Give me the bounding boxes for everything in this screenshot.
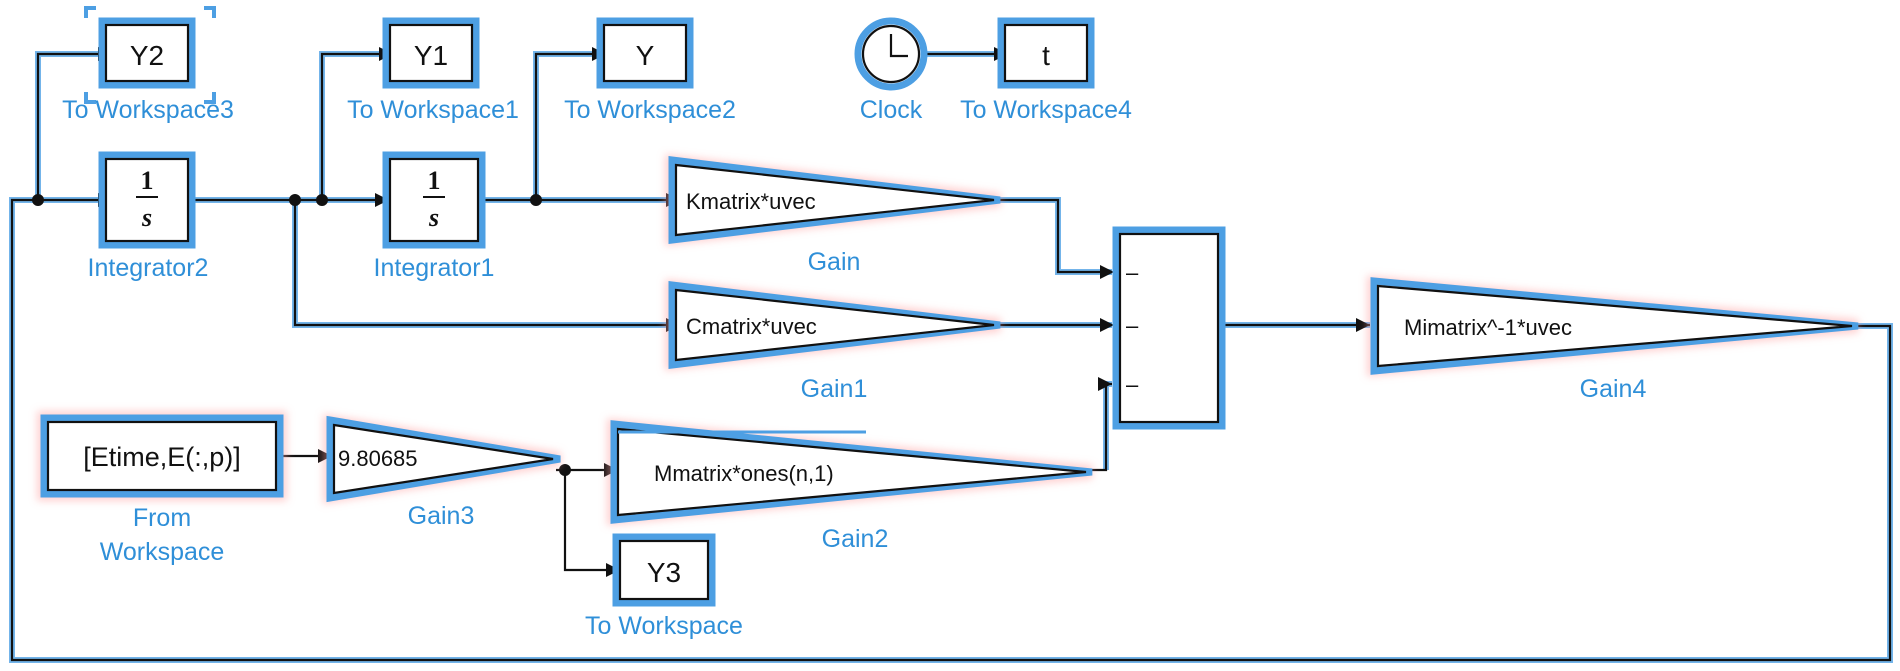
block-label: Kmatrix*uvec [686,189,816,214]
to-workspace3-block[interactable]: Y2 To Workspace3 [62,6,234,124]
gain3-block[interactable]: 9.80685 Gain3 [323,413,562,530]
block-label: Y [636,40,655,71]
junction-dot [316,194,328,206]
arrowhead [1100,265,1114,279]
block-name: To Workspace2 [564,96,736,124]
block-name: Gain [808,248,861,276]
denominator: s [141,203,152,232]
sum-sign-1: – [1126,260,1139,285]
block-label: 9.80685 [338,446,418,471]
junction-dot [530,194,542,206]
clock-block[interactable]: Clock [854,17,928,124]
to-workspace4-block[interactable]: t To Workspace4 [960,17,1132,124]
block-name: Integrator2 [88,254,209,282]
wire-to-y1 [320,52,380,200]
to-workspace-block[interactable]: Y3 To Workspace [585,533,743,640]
integrator1-block[interactable]: 1 s Integrator1 [374,151,495,282]
block-name: Gain1 [801,375,868,403]
feedback-wire [10,198,1892,662]
block-label: Mmatrix*ones(n,1) [654,461,834,486]
integrator2-block[interactable]: 1 s Integrator2 [88,151,209,282]
arrowhead [1098,377,1112,391]
block-name: Gain2 [822,525,889,553]
junction-dot [32,194,44,206]
sum-block[interactable]: – – – [1112,226,1226,430]
clock-icon [889,34,908,58]
block-label: Y2 [130,40,164,71]
sum-sign-2: – [1126,313,1139,338]
denominator: s [428,203,439,232]
block-name: Gain4 [1580,375,1647,403]
arrowhead [375,193,389,207]
gain-block[interactable]: Kmatrix*uvec Gain [665,154,1001,276]
to-workspace1-block[interactable]: Y1 To Workspace1 [347,17,519,124]
block-label: Mimatrix^-1*uvec [1404,315,1572,340]
junction-dot [289,194,301,206]
block-label: [Etime,E(:,p)] [83,442,241,472]
gain4-block[interactable]: Mimatrix^-1*uvec Gain4 [1367,275,1859,403]
block-name: To Workspace3 [62,96,234,124]
numerator: 1 [428,166,441,195]
block-name-line2: Workspace [100,538,225,566]
gain2-block[interactable]: Mmatrix*ones(n,1) Gain2 [607,418,1093,553]
block-name-line1: From [133,504,191,532]
arrowhead [1356,318,1370,332]
to-workspace2-block[interactable]: Y To Workspace2 [564,17,736,124]
selection-handle [84,6,216,104]
sum-sign-3: – [1126,372,1139,397]
block-name: Gain3 [408,502,475,530]
block-label: t [1042,40,1050,71]
wire-to-gain1 [293,200,668,327]
block-name: Clock [860,96,923,124]
arrowhead [1100,318,1114,332]
block-name: To Workspace4 [960,96,1132,124]
wire-to-y [534,52,594,200]
wire-to-y3 [563,470,612,572]
block-label: Cmatrix*uvec [686,314,817,339]
wire-gain-sum [1000,198,1112,274]
block-label: Y1 [414,40,448,71]
signal-highlight-layer [9,51,1893,663]
block-label: Y3 [647,557,681,588]
block-name: Integrator1 [374,254,495,282]
numerator: 1 [141,166,154,195]
block-name: To Workspace [585,612,743,640]
block-name: To Workspace1 [347,96,519,124]
wire-to-y2 [36,52,98,200]
gain1-block[interactable]: Cmatrix*uvec Gain1 [665,279,1001,403]
junction-dot [559,464,571,476]
from-workspace-block[interactable]: [Etime,E(:,p)] From Workspace [37,411,287,566]
